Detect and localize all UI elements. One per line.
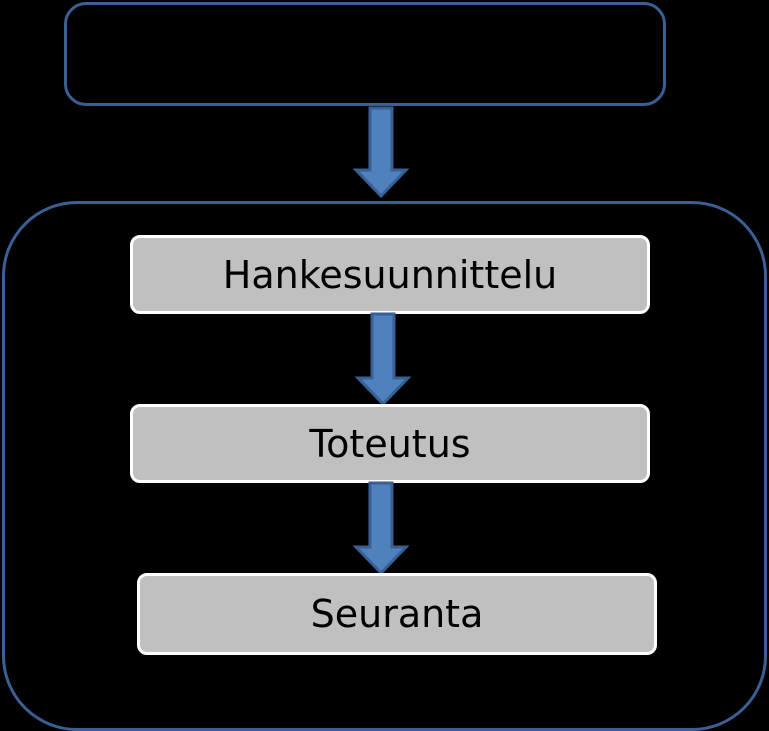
step-seuranta: Seuranta xyxy=(137,573,657,655)
arrow-down-icon xyxy=(352,106,410,199)
arrow-down-icon xyxy=(352,481,410,576)
step-label: Seuranta xyxy=(310,592,484,636)
step-label: Hankesuunnittelu xyxy=(222,252,558,297)
step-label: Toteutus xyxy=(309,421,471,466)
arrow-down-icon xyxy=(354,312,412,407)
top-box xyxy=(64,2,666,106)
step-hankesuunnittelu: Hankesuunnittelu xyxy=(130,235,650,314)
step-toteutus: Toteutus xyxy=(130,404,650,483)
